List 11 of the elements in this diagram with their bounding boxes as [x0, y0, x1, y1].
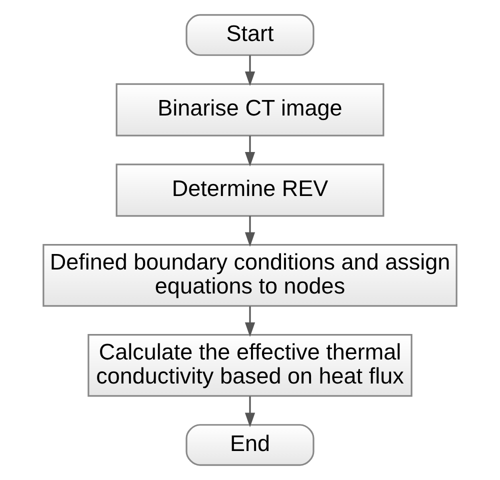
- node-box: Defined boundary conditions and assign equations to nodes: [42, 244, 458, 307]
- arrow: [244, 396, 256, 428]
- arrow: [244, 55, 256, 86]
- node-box: End: [186, 424, 314, 466]
- node-box: Start: [186, 14, 314, 56]
- arrow: [244, 136, 256, 166]
- node-box: Calculate the effective thermal conductivity based on heat flux: [88, 334, 412, 397]
- node-box: Determine REV: [116, 164, 384, 217]
- node-box: Binarise CT image: [116, 83, 384, 136]
- arrow: [244, 216, 256, 247]
- arrow: [244, 306, 256, 337]
